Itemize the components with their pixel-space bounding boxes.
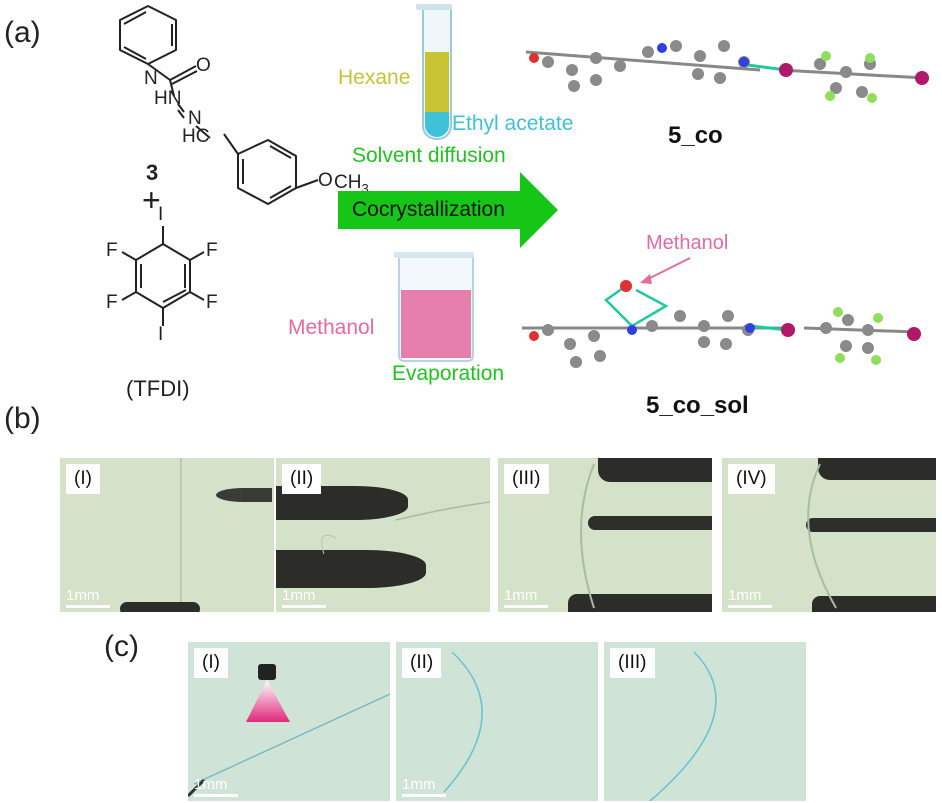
tag-c1: (I) [194,648,228,678]
scale-c2: 1mm [402,776,446,797]
fiber-curve [580,463,595,609]
light-cone [188,664,390,798]
atom-hn: HN [154,88,182,109]
needle-bottom [568,594,712,612]
atom-hc: HC [182,126,210,147]
atoms-5cosol [542,310,874,368]
photo-b3: (III) 1mm [498,458,712,612]
needle [216,488,272,502]
atom-n2: N [188,108,202,129]
tfdi-label: (TFDI) [126,376,190,401]
hexane-label: Hexane [338,66,411,89]
product-5co-label: 5_co [668,122,723,149]
photo-c1: (I) 1mm [188,642,390,801]
beaker-rim [394,252,474,258]
scale-b2: 1mm [282,587,326,608]
photo-b4: (IV) 1mm [722,458,936,612]
fiber-curve [321,501,490,555]
atom-f3: F [106,292,118,313]
beaker-icon [398,256,474,362]
atom-i-top: I [158,204,164,225]
bent-fiber [443,651,483,793]
scale-c1: 1mm [194,776,238,797]
methanol-callout: Methanol [646,232,729,254]
panel-label-c: (c) [104,630,139,663]
ethyl-acetate-layer [425,112,449,137]
atom-f1: F [106,240,118,261]
needle-lower [276,550,426,588]
test-tube-icon [422,8,452,140]
evaporation-label: Evaporation [392,362,505,385]
tag-b1: (I) [66,464,100,494]
scale-b1: 1mm [66,587,110,608]
atom-o-methoxy: O [318,170,333,191]
arrow-label: Cocrystallization [352,198,505,221]
scale-b4: 1mm [728,587,772,608]
needle-bottom [812,596,936,612]
needle-top [598,458,712,482]
methanol-liquid [401,290,471,358]
fiber [180,458,182,612]
atom-ch3: CH3 [334,172,369,196]
tag-c3: (III) [610,648,655,678]
atom-f4: F [206,292,218,313]
fiber-curve [807,463,837,609]
scale-b3: 1mm [504,587,548,608]
tag-b3: (III) [504,464,549,494]
solvent-diffusion-label: Solvent diffusion [352,144,506,167]
photo-c3: (III) [604,642,806,801]
needle-top [818,458,936,480]
compound-number: 3 [146,160,159,185]
hexane-layer [425,52,449,112]
needle-bottom [120,602,200,612]
photo-b1: (I) 1mm [60,458,274,612]
photo-c2: (II) 1mm [396,642,598,801]
plus-sign: + [142,182,161,218]
panel-label-b: (b) [4,402,41,435]
atom-o: O [196,55,211,76]
needle-mid [806,518,936,532]
tag-c2: (II) [402,648,442,678]
atoms-5co [542,40,876,98]
atom-i-bottom: I [158,324,164,345]
product-5cosol-label: 5_co_sol [646,392,749,419]
tag-b2: (II) [282,464,322,494]
needle-mid [588,516,712,530]
tag-b4: (IV) [728,464,775,494]
ethyl-acetate-label: Ethyl acetate [452,112,574,135]
atom-n: N [144,68,158,89]
bent-fiber [649,651,717,801]
methanol-label: Methanol [288,316,375,339]
atom-f2: F [206,240,218,261]
panel-label-a: (a) [4,16,41,49]
tube-rim [416,4,452,10]
photo-b2: (II) 1mm [276,458,490,612]
